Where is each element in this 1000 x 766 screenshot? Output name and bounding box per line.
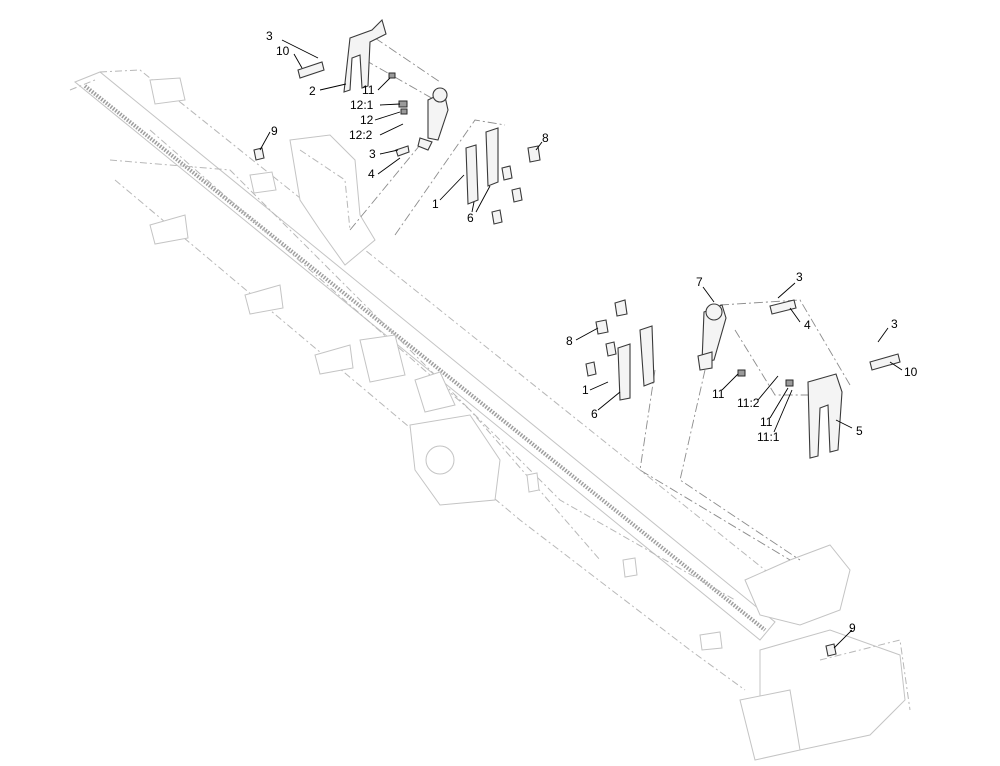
callout-9-upper: 9 bbox=[271, 124, 278, 138]
callout-11-left: 11 bbox=[712, 387, 725, 401]
callout-5: 5 bbox=[856, 424, 863, 438]
callout-3-right: 3 bbox=[796, 270, 803, 284]
callout-3-far: 3 bbox=[891, 317, 898, 331]
upper-left-assembly bbox=[253, 18, 541, 225]
callout-11-1: 11:1 bbox=[757, 430, 780, 444]
main-frame bbox=[69, 69, 911, 761]
callout-11-2: 11:2 bbox=[737, 396, 760, 410]
phantom-lines bbox=[349, 37, 851, 561]
callout-8-right: 8 bbox=[566, 334, 573, 348]
callout-9-lower: 9 bbox=[849, 621, 856, 635]
callout-3-mid: 3 bbox=[369, 147, 376, 161]
callout-12: 12 bbox=[360, 113, 374, 127]
callout-3-upper: 3 bbox=[266, 29, 273, 43]
callout-8-upper: 8 bbox=[542, 131, 549, 145]
callout-1-upper: 1 bbox=[432, 197, 439, 211]
callout-4-right: 4 bbox=[804, 318, 811, 332]
callout-12-2: 12:2 bbox=[349, 128, 373, 142]
callout-10-right: 10 bbox=[904, 365, 918, 379]
callout-12-1: 12:1 bbox=[350, 98, 374, 112]
leader-lines bbox=[259, 39, 903, 649]
callout-7: 7 bbox=[696, 275, 703, 289]
callout-6-upper: 6 bbox=[467, 211, 474, 225]
callout-6-right: 6 bbox=[591, 407, 598, 421]
lower-right-assembly bbox=[585, 299, 901, 657]
callout-2: 2 bbox=[309, 84, 316, 98]
callout-10-upper: 10 bbox=[276, 44, 290, 58]
callout-4-upper: 4 bbox=[368, 167, 375, 181]
callout-1-right: 1 bbox=[582, 383, 589, 397]
callout-11-right: 11 bbox=[760, 415, 773, 429]
callout-11-upper: 11 bbox=[362, 83, 375, 97]
